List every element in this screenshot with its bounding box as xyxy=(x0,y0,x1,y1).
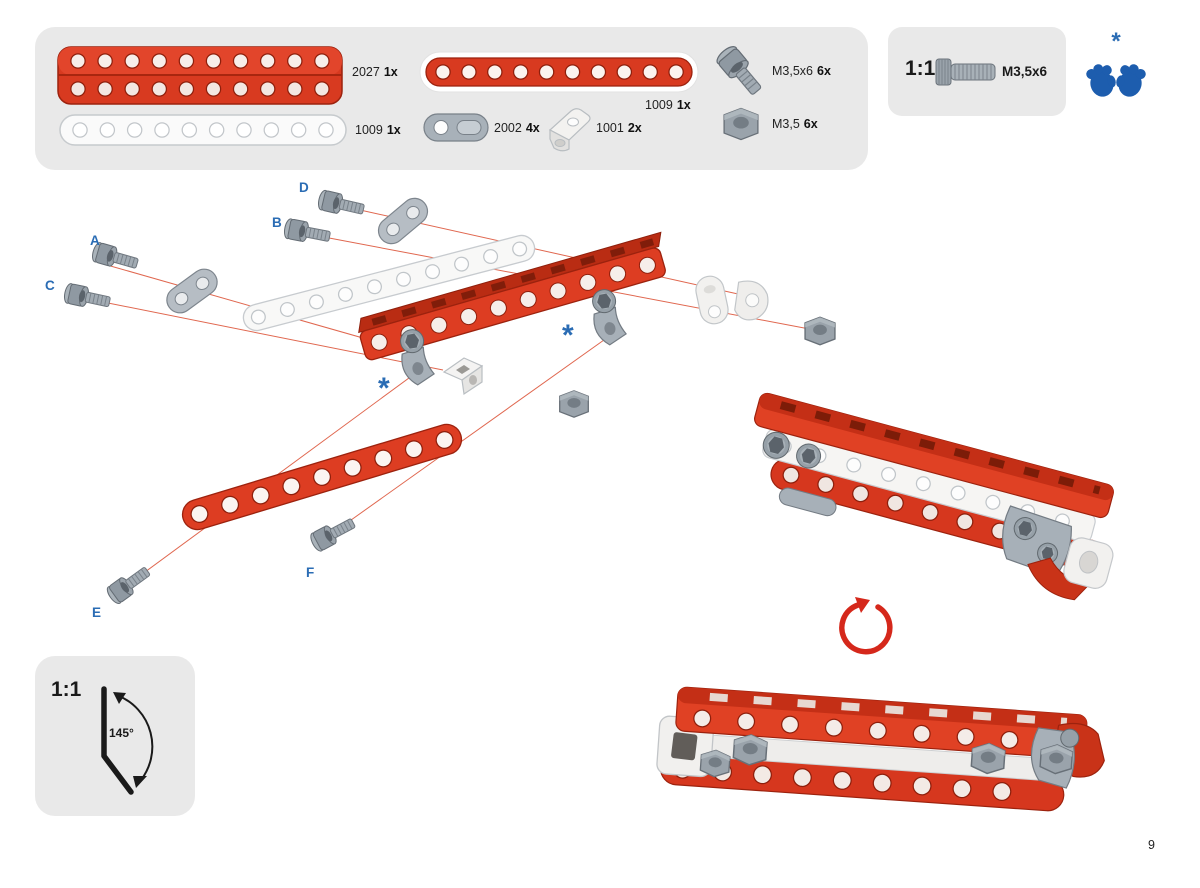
part-id: 1001 xyxy=(596,121,624,135)
scale-screw-label: M3,5x6 xyxy=(1002,64,1048,79)
screw-scale-panel: 1:1 M3,5x6 xyxy=(888,27,1066,116)
step-label-c: C xyxy=(45,278,55,293)
oval-plate-top xyxy=(372,192,434,250)
bracket-1001-right-a xyxy=(695,275,729,325)
asterisk-marker: * xyxy=(378,372,390,405)
angle-ratio: 1:1 xyxy=(51,678,82,701)
assembly-hint: * xyxy=(1085,30,1147,98)
hands-icon xyxy=(1086,64,1146,97)
screw-icon xyxy=(716,46,762,95)
part-label-screw: M3,5x6 6x xyxy=(772,64,831,78)
red-beam-exploded xyxy=(358,231,666,361)
nut-center xyxy=(559,390,589,418)
part-1009-white-art xyxy=(59,114,347,146)
part-id: M3,5 xyxy=(772,117,800,131)
scale-screw-art xyxy=(935,58,996,86)
part-id: 2002 xyxy=(494,121,522,135)
screw-b xyxy=(282,217,332,247)
angle-value: 145° xyxy=(109,726,134,740)
screw-e xyxy=(104,562,154,607)
asterisk-marker: * xyxy=(1111,28,1121,55)
subassembly-bottom-right xyxy=(656,686,1105,812)
part-2027-art xyxy=(57,46,343,105)
step-label-f: F xyxy=(306,565,315,580)
screw-c xyxy=(62,282,113,313)
step-label-a: A xyxy=(90,233,100,248)
asterisk-marker: * xyxy=(562,319,574,352)
angle-guide-panel: 1:1 145° xyxy=(35,656,195,816)
part-1009-red-art xyxy=(419,51,699,93)
part-qty: 1x xyxy=(386,123,401,137)
bracket-1001-right-b xyxy=(734,280,769,321)
step-label-e: E xyxy=(92,605,102,620)
part-2002-art xyxy=(423,113,489,142)
parts-list-art xyxy=(57,46,762,152)
screw-d xyxy=(316,188,367,220)
nut-icon xyxy=(723,107,759,141)
part-qty: 6x xyxy=(817,64,831,78)
part-1001-art xyxy=(548,108,591,152)
part-id: 1009 xyxy=(355,123,383,137)
step-label-d: D xyxy=(299,180,309,195)
part-id: 2027 xyxy=(352,65,380,79)
nut-right xyxy=(804,316,836,346)
page-number: 9 xyxy=(1148,838,1155,852)
clip-bracket-right xyxy=(588,286,629,348)
red-strip-exploded xyxy=(181,423,463,531)
part-qty: 1x xyxy=(676,98,691,112)
scale-ratio: 1:1 xyxy=(905,57,936,80)
step-label-b: B xyxy=(272,215,282,230)
subassembly-top-right xyxy=(754,392,1114,601)
part-id: M3,5x6 xyxy=(772,64,813,78)
part-qty: 2x xyxy=(627,121,642,135)
part-id: 1009 xyxy=(645,98,673,112)
part-qty: 4x xyxy=(525,121,540,135)
rotation-arrow xyxy=(839,597,893,655)
white-strip-exploded xyxy=(242,234,536,332)
part-qty: 6x xyxy=(803,117,818,131)
angle-guide-art xyxy=(101,686,154,795)
part-qty: 1x xyxy=(383,65,398,79)
oval-plate-left xyxy=(161,263,223,319)
bracket-1001-center xyxy=(442,357,484,396)
screw-f xyxy=(307,513,359,554)
